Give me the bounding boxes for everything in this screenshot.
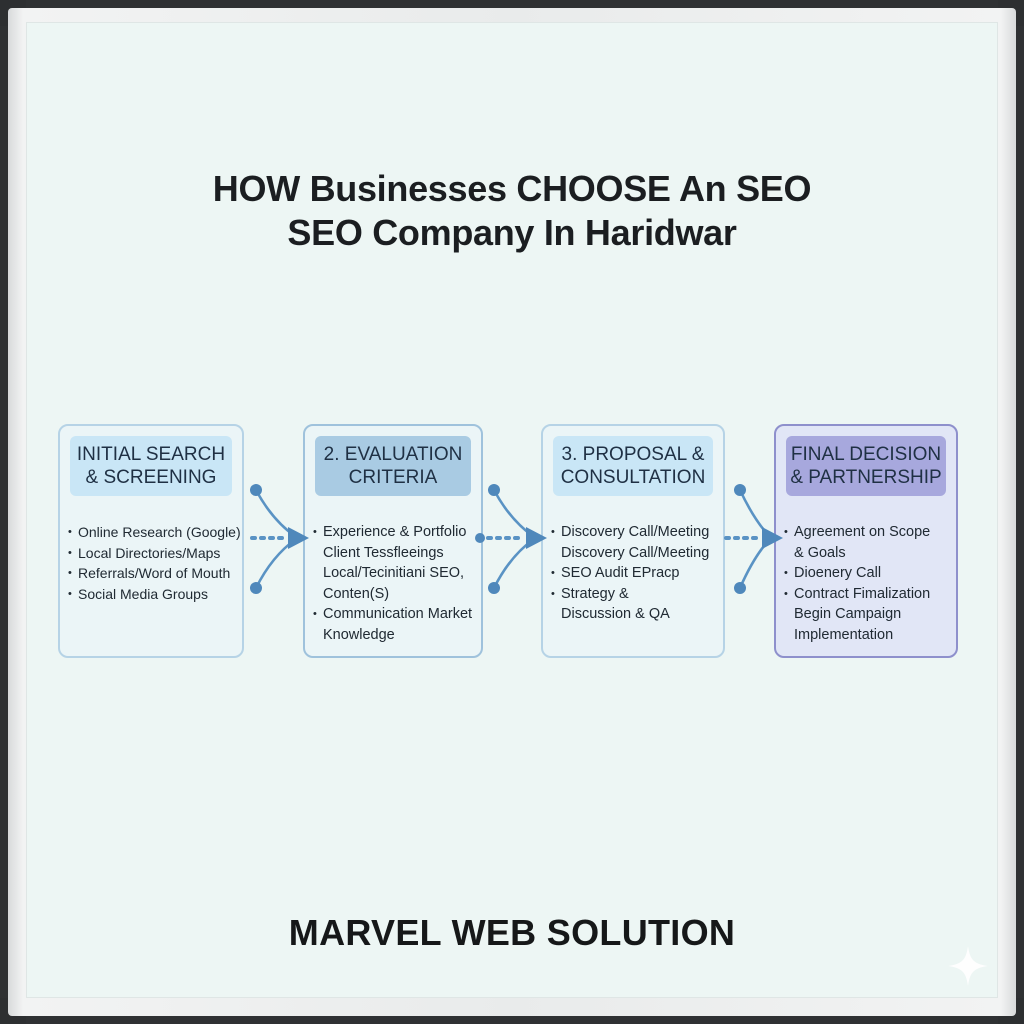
flow-arrow-icon [288, 527, 309, 549]
brand-footer: MARVEL WEB SOLUTION [288, 912, 736, 953]
list-item: Local Directories/Maps [68, 543, 238, 564]
stage-item-list: Agreement on Scope & Goals Dioenery Call… [784, 522, 952, 645]
stage-item-list: Online Research (Google) Local Directori… [68, 522, 241, 605]
stage-proposal-consultation: 3. PROPOSAL & CONSULTATION Discovery Cal… [541, 424, 725, 658]
connector-node [488, 582, 500, 594]
connector-node [488, 484, 500, 496]
list-item: Online Research (Google) [68, 522, 241, 543]
connector-node [734, 484, 746, 496]
list-item: Agreement on Scope & Goals [784, 522, 934, 563]
list-item: Referrals/Word of Mouth [68, 563, 238, 584]
connector-node [250, 582, 262, 594]
connector-node [250, 484, 262, 496]
list-item: Dioenery Call [784, 563, 952, 584]
list-item: Communication Market Knowledge [313, 604, 481, 645]
sparkle-icon [948, 946, 988, 986]
list-item: Experience & Portfolio Client Tessfleein… [313, 522, 481, 604]
flow-arrow-icon [526, 527, 547, 549]
stage-final-decision: FINAL DECISION & PARTNERSHIP Agreement o… [774, 424, 958, 658]
stage-heading: 2. EVALUATION CRITERIA [315, 436, 471, 496]
stage-initial-search: INITIAL SEARCH & SCREENING Online Resear… [58, 424, 244, 658]
stage-item-list: Experience & Portfolio Client Tessfleein… [313, 522, 477, 645]
flow-arrow-icon [762, 527, 783, 549]
list-item: Discovery Call/Meeting Discovery Call/Me… [551, 522, 719, 563]
stage-heading: FINAL DECISION & PARTNERSHIP [786, 436, 946, 496]
list-item: Social Media Groups [68, 584, 238, 605]
page-title-line-2: SEO Company In Haridwar [287, 212, 737, 253]
list-item: Strategy & Discussion & QA [551, 584, 691, 625]
list-item: SEO Audit EPracp [551, 563, 719, 584]
list-item: Contract Fimalization Begin Campaign Imp… [784, 584, 944, 646]
connector-node [475, 533, 485, 543]
page-title-line-1: HOW Businesses CHOOSE An SEO [212, 168, 812, 209]
connector-node [734, 582, 746, 594]
stage-item-list: Discovery Call/Meeting Discovery Call/Me… [551, 522, 719, 625]
stage-heading: 3. PROPOSAL & CONSULTATION [553, 436, 713, 496]
stage-evaluation-criteria: 2. EVALUATION CRITERIA Experience & Port… [303, 424, 483, 658]
stage-heading: INITIAL SEARCH & SCREENING [70, 436, 232, 496]
